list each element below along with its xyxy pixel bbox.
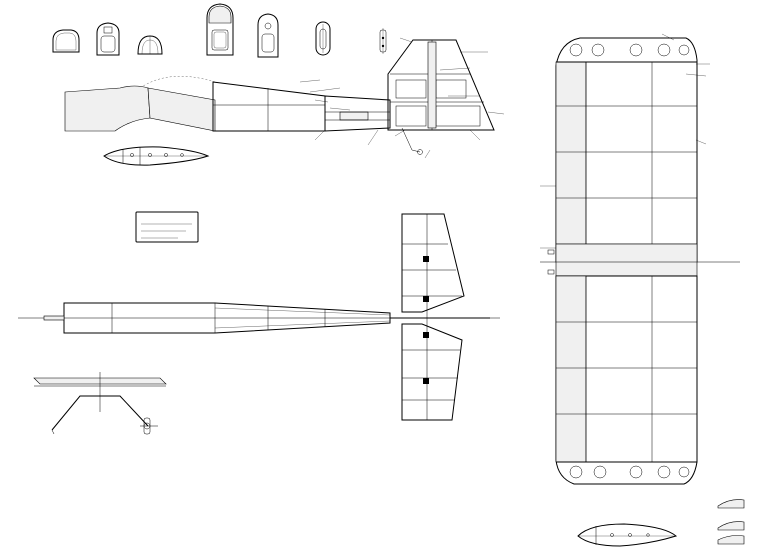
fuselage-top-view bbox=[18, 213, 500, 421]
former-sections bbox=[52, 3, 387, 58]
former-3 bbox=[137, 35, 163, 55]
fuselage-callouts bbox=[299, 79, 431, 159]
former-4 bbox=[206, 3, 234, 56]
wing-panel-upper bbox=[555, 37, 698, 263]
former-2 bbox=[96, 22, 120, 56]
detail-parts bbox=[577, 499, 745, 547]
wing-plan-view bbox=[540, 33, 740, 485]
fin-callouts bbox=[399, 37, 505, 141]
landing-gear-view bbox=[33, 372, 167, 435]
wing-panel-lower bbox=[555, 275, 698, 485]
fuselage-side-view bbox=[64, 37, 505, 159]
fin-side bbox=[387, 39, 495, 131]
nose-block bbox=[64, 85, 151, 132]
wing-airfoil-section bbox=[103, 146, 210, 166]
former-6 bbox=[315, 21, 331, 56]
wing-callouts bbox=[540, 33, 710, 249]
info-box bbox=[135, 211, 199, 243]
former-1 bbox=[52, 29, 80, 53]
former-7 bbox=[379, 28, 387, 54]
former-5 bbox=[257, 13, 279, 58]
stabilizer-top bbox=[401, 213, 465, 313]
